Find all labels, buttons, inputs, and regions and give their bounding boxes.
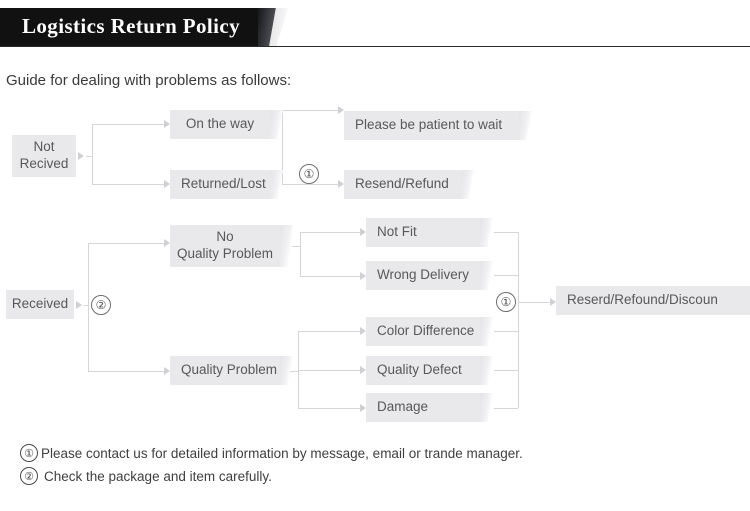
node-color-difference-label: Color Difference <box>377 323 475 339</box>
line-otw-drop <box>282 110 283 184</box>
node-not-received: Not Recived <box>12 135 76 177</box>
node-quality-problem: Quality Problem <box>170 356 280 385</box>
line-qp-mid <box>298 370 360 371</box>
marker-note-2-label: ② <box>95 297 107 312</box>
node-please-wait-label: Please be patient to wait <box>355 117 503 133</box>
arrow-damage <box>360 404 366 412</box>
line-merge-stub-4 <box>494 370 518 371</box>
node-final-outcome-label: Reserd/Refound/Discoun <box>567 292 718 308</box>
footnote-2: ② Check the package and item carefully. <box>20 467 272 485</box>
node-not-fit-label: Not Fit <box>377 224 417 240</box>
node-wrong-delivery: Wrong Delivery <box>366 261 480 290</box>
node-quality-problem-label: Quality Problem <box>181 362 278 378</box>
line-qp-stem <box>288 371 298 372</box>
arrow-quality-problem <box>164 367 170 375</box>
arrow-wrong-delivery <box>360 272 366 280</box>
line-nq-bottom <box>300 276 360 277</box>
line-merge-stub-3 <box>494 331 518 332</box>
line-nr-stem <box>86 156 92 157</box>
node-quality-defect: Quality Defect <box>366 356 480 385</box>
line-merge-stub-5 <box>494 408 518 409</box>
node-received-label: Received <box>11 296 69 312</box>
node-resend-refund-label: Resend/Refund <box>355 176 449 192</box>
line-otw-stub <box>282 110 338 111</box>
arrow-wait <box>338 106 344 114</box>
node-final-outcome: Reserd/Refound/Discoun <box>556 286 750 315</box>
line-qp-bracket <box>298 331 299 408</box>
arrow-final-outcome <box>550 298 556 306</box>
node-on-the-way-label: On the way <box>185 116 255 132</box>
node-damage-label: Damage <box>377 399 429 415</box>
line-rcv-bracket <box>88 243 89 371</box>
line-rcv-top <box>88 243 164 244</box>
node-returned-lost: Returned/Lost <box>170 170 270 199</box>
node-please-wait: Please be patient to wait <box>344 111 519 140</box>
arrow-received-out <box>76 301 82 309</box>
marker-note-1-section1-label: ① <box>303 166 315 181</box>
line-qp-bottom <box>298 408 360 409</box>
node-no-quality-problem-line1: No <box>216 229 234 245</box>
line-qp-top <box>298 331 360 332</box>
node-not-received-line1: Not <box>33 139 55 155</box>
node-not-received-line2: Recived <box>19 156 69 171</box>
line-merge-stub-1 <box>494 232 518 233</box>
line-merge-stub-2 <box>494 275 518 276</box>
arrow-resend-refund <box>338 180 344 188</box>
line-nr-bracket <box>92 124 93 184</box>
arrow-returned-lost <box>164 180 170 188</box>
header-accent-shape <box>258 8 288 46</box>
line-nr-top <box>92 124 164 125</box>
footnote-1: ① Please contact us for detailed informa… <box>20 444 523 462</box>
line-nr-bottom <box>92 184 164 185</box>
line-nq-bracket <box>300 232 301 276</box>
header-bar <box>0 8 258 46</box>
arrow-color-difference <box>360 327 366 335</box>
footnote-1-text: Please contact us for detailed informati… <box>41 445 523 461</box>
marker-note-1-section2-label: ① <box>500 294 512 309</box>
footnote-2-marker: ② <box>20 467 38 485</box>
arrow-no-quality-problem <box>164 239 170 247</box>
node-not-fit: Not Fit <box>366 218 480 247</box>
line-nq-top <box>300 232 360 233</box>
node-on-the-way: On the way <box>170 110 270 139</box>
arrow-not-received-out <box>78 152 84 160</box>
node-quality-defect-label: Quality Defect <box>377 362 462 378</box>
arrow-quality-defect <box>360 366 366 374</box>
node-wrong-delivery-label: Wrong Delivery <box>377 267 470 283</box>
header-divider <box>0 46 750 47</box>
node-received: Received <box>6 290 74 319</box>
line-nq-stem <box>292 246 300 247</box>
node-resend-refund: Resend/Refund <box>344 170 461 199</box>
line-merge-out <box>518 302 550 303</box>
arrow-not-fit <box>360 228 366 236</box>
node-damage: Damage <box>366 393 480 422</box>
node-returned-lost-label: Returned/Lost <box>181 176 266 192</box>
line-rcv-bottom <box>88 371 164 372</box>
intro-text: Guide for dealing with problems as follo… <box>6 72 292 89</box>
footnote-1-marker: ① <box>20 444 38 462</box>
arrow-on-the-way <box>164 120 170 128</box>
node-no-quality-problem: No Quality Problem <box>170 225 280 267</box>
marker-note-2: ② <box>91 295 111 315</box>
line-merge-bracket <box>518 232 519 408</box>
marker-note-1-section2: ① <box>496 292 516 312</box>
footnote-2-text: Check the package and item carefully. <box>44 468 272 484</box>
node-no-quality-problem-line2: Quality Problem <box>176 246 274 261</box>
node-color-difference: Color Difference <box>366 317 480 346</box>
line-rcv-stem <box>84 305 88 306</box>
line-rl-stub <box>282 184 338 185</box>
page-title: Logistics Return Policy <box>22 14 241 38</box>
marker-note-1-section1: ① <box>299 164 319 184</box>
